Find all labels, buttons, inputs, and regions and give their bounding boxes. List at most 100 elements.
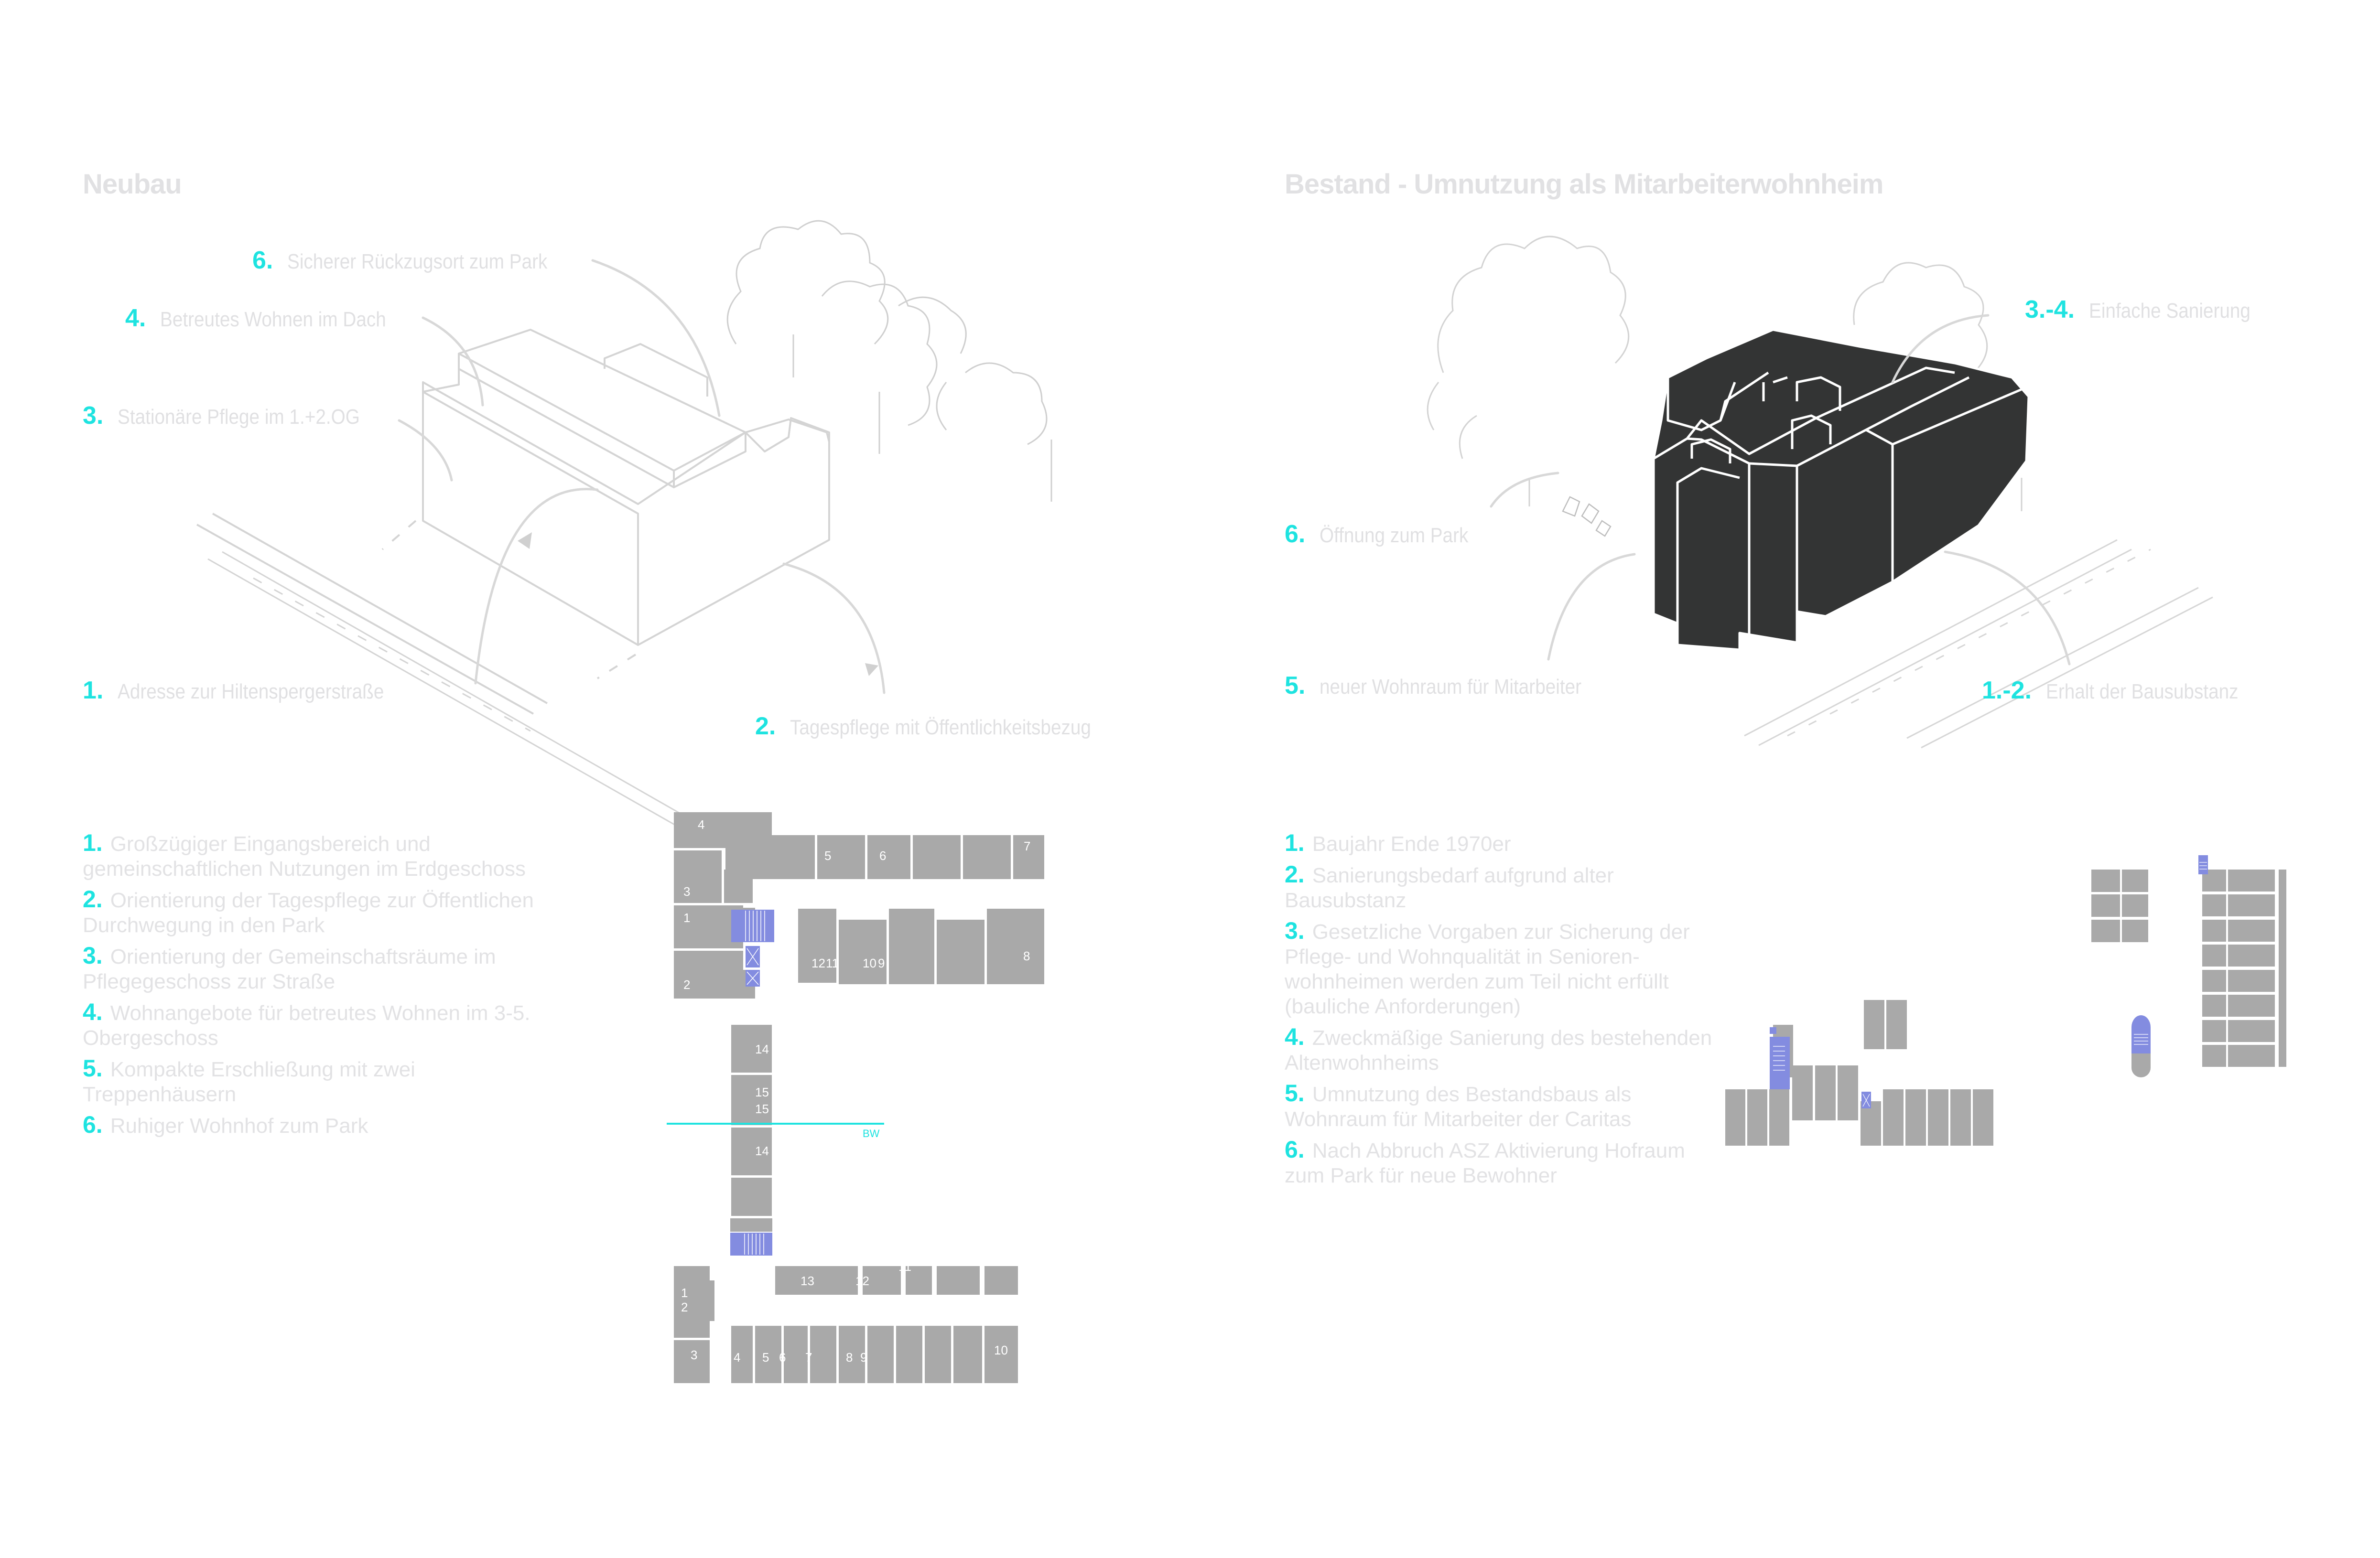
room-number: 14 [755,1144,769,1158]
room [2228,1020,2275,1042]
existing-building [1652,328,2030,651]
room-number: 1 [683,911,690,925]
street-centerline [253,577,531,732]
room [674,1340,710,1383]
neubau-callout-2: 2. Tagespflege mit Öffentlichkeitsbezug [755,712,1092,740]
room [889,909,934,984]
bestand-floor-plan [1725,855,2286,1146]
room [817,835,865,879]
room-number: 4 [698,817,704,832]
room [987,909,1044,984]
room-number: 7 [1024,839,1030,853]
room [2228,1045,2275,1067]
section-marker: BW [863,1128,880,1139]
room [937,1266,980,1295]
room-number: 3 [691,1348,697,1362]
room [867,835,910,879]
street [1744,539,2213,749]
room-number: 4 [734,1350,740,1365]
room [1013,835,1044,879]
people-sitting-icon [1562,496,1612,537]
room-number: 9 [860,1350,867,1365]
room [2122,894,2148,917]
room [863,1266,901,1295]
room [2202,995,2226,1017]
room-number: 8 [846,1350,853,1365]
room [2122,870,2148,892]
bestand-callout-6: 6. Öffnung zum Park [1285,520,1469,548]
room-number: 3 [683,884,690,899]
staircase [730,1233,772,1256]
neubau-callout-4: 4. Betreutes Wohnen im Dach [125,304,387,332]
room [731,1326,753,1383]
room-number: 10 [863,956,876,970]
room-number: 6 [779,1350,786,1365]
room [1769,1089,1789,1146]
street-edge-outer [207,558,693,836]
room [731,1128,772,1175]
staircase [1770,1037,1790,1089]
list-item: 1.Baujahr Ende 1970er [1285,829,1511,856]
neubau-callout-3: 3. Stationäre Pflege im 1.+2.OG [83,402,360,430]
room [984,1326,1018,1383]
room-number: 11 [898,1259,911,1274]
neubau-callout-6: 6. Sicherer Rückzugsort zum Park [252,247,548,274]
room-number: 13 [775,956,789,970]
room [1838,1065,1858,1120]
street-edge [212,513,548,704]
room [925,1326,951,1383]
room-number: 2 [681,1300,688,1314]
room-number: 5 [762,1350,769,1365]
room [839,920,887,984]
room-number: 9 [878,956,885,970]
bestand-leader-lines [1490,314,2071,666]
list-item: 4.Wohnangebote für betreutes Wohnen im 3… [83,999,530,1050]
room [1928,1089,1948,1146]
room [731,1178,772,1216]
bestand-callout-3-4: 3.-4. Einfache Sanierung [2025,296,2251,323]
neubau-floor-plan: BW 4 3 1 2 5 6 7 13 12 11 10 9 8 14 15 1… [667,812,1044,1383]
room [1950,1089,1971,1146]
room-number: 12 [855,1274,869,1288]
room [963,835,1011,879]
neubau-feature-list: 1.Großzügiger Eingangsbereich und gemein… [83,830,551,1144]
list-item: 3.Gesetzliche Vorgaben zur Sicherung der… [1285,917,1690,1018]
room [1864,1000,1884,1049]
list-item: 2.Orientierung der Tagespflege zur Öffen… [83,886,534,937]
stair-treads [745,911,765,941]
room [906,1266,932,1295]
room [674,850,722,903]
room [798,909,836,983]
room [2091,870,2120,892]
room [2202,945,2226,967]
entry-arrow-icons [518,532,878,676]
bestand-title: Bestand - Umnutzung als Mitarbeiterwohnh… [1285,169,1883,200]
stair-details [1773,862,2207,1107]
bestand-feature-list: 1.Baujahr Ende 1970er 2.Sanierungsbedarf… [1285,830,1715,1193]
room [810,1326,836,1383]
list-item: 5.Umnutzung des Bestandsbaus als Wohnrau… [1285,1080,1632,1131]
room [731,1025,772,1073]
room [755,1326,781,1383]
list-item: 1.Großzügiger Eingangsbereich und gemein… [83,829,526,881]
room [2228,894,2275,916]
neubau-building-outline [196,329,830,836]
room [2228,970,2275,992]
room [730,1218,772,1232]
list-item: 6.Ruhiger Wohnhof zum Park [83,1111,368,1138]
room [2228,945,2275,967]
list-item: 4.Zweckmäßige Sanierung des bestehenden … [1285,1023,1712,1074]
neubau-circulation [730,910,774,1256]
room-number: 7 [805,1350,812,1365]
room [2279,870,2286,1067]
room-number: 14 [755,1042,769,1056]
room [2202,1045,2226,1067]
room [1883,1089,1904,1146]
room-number: 12 [811,956,825,970]
room [1905,1089,1926,1146]
room [896,1326,922,1383]
room [753,835,815,879]
room [2228,995,2275,1017]
room [2091,894,2120,917]
room [1725,1089,1745,1146]
